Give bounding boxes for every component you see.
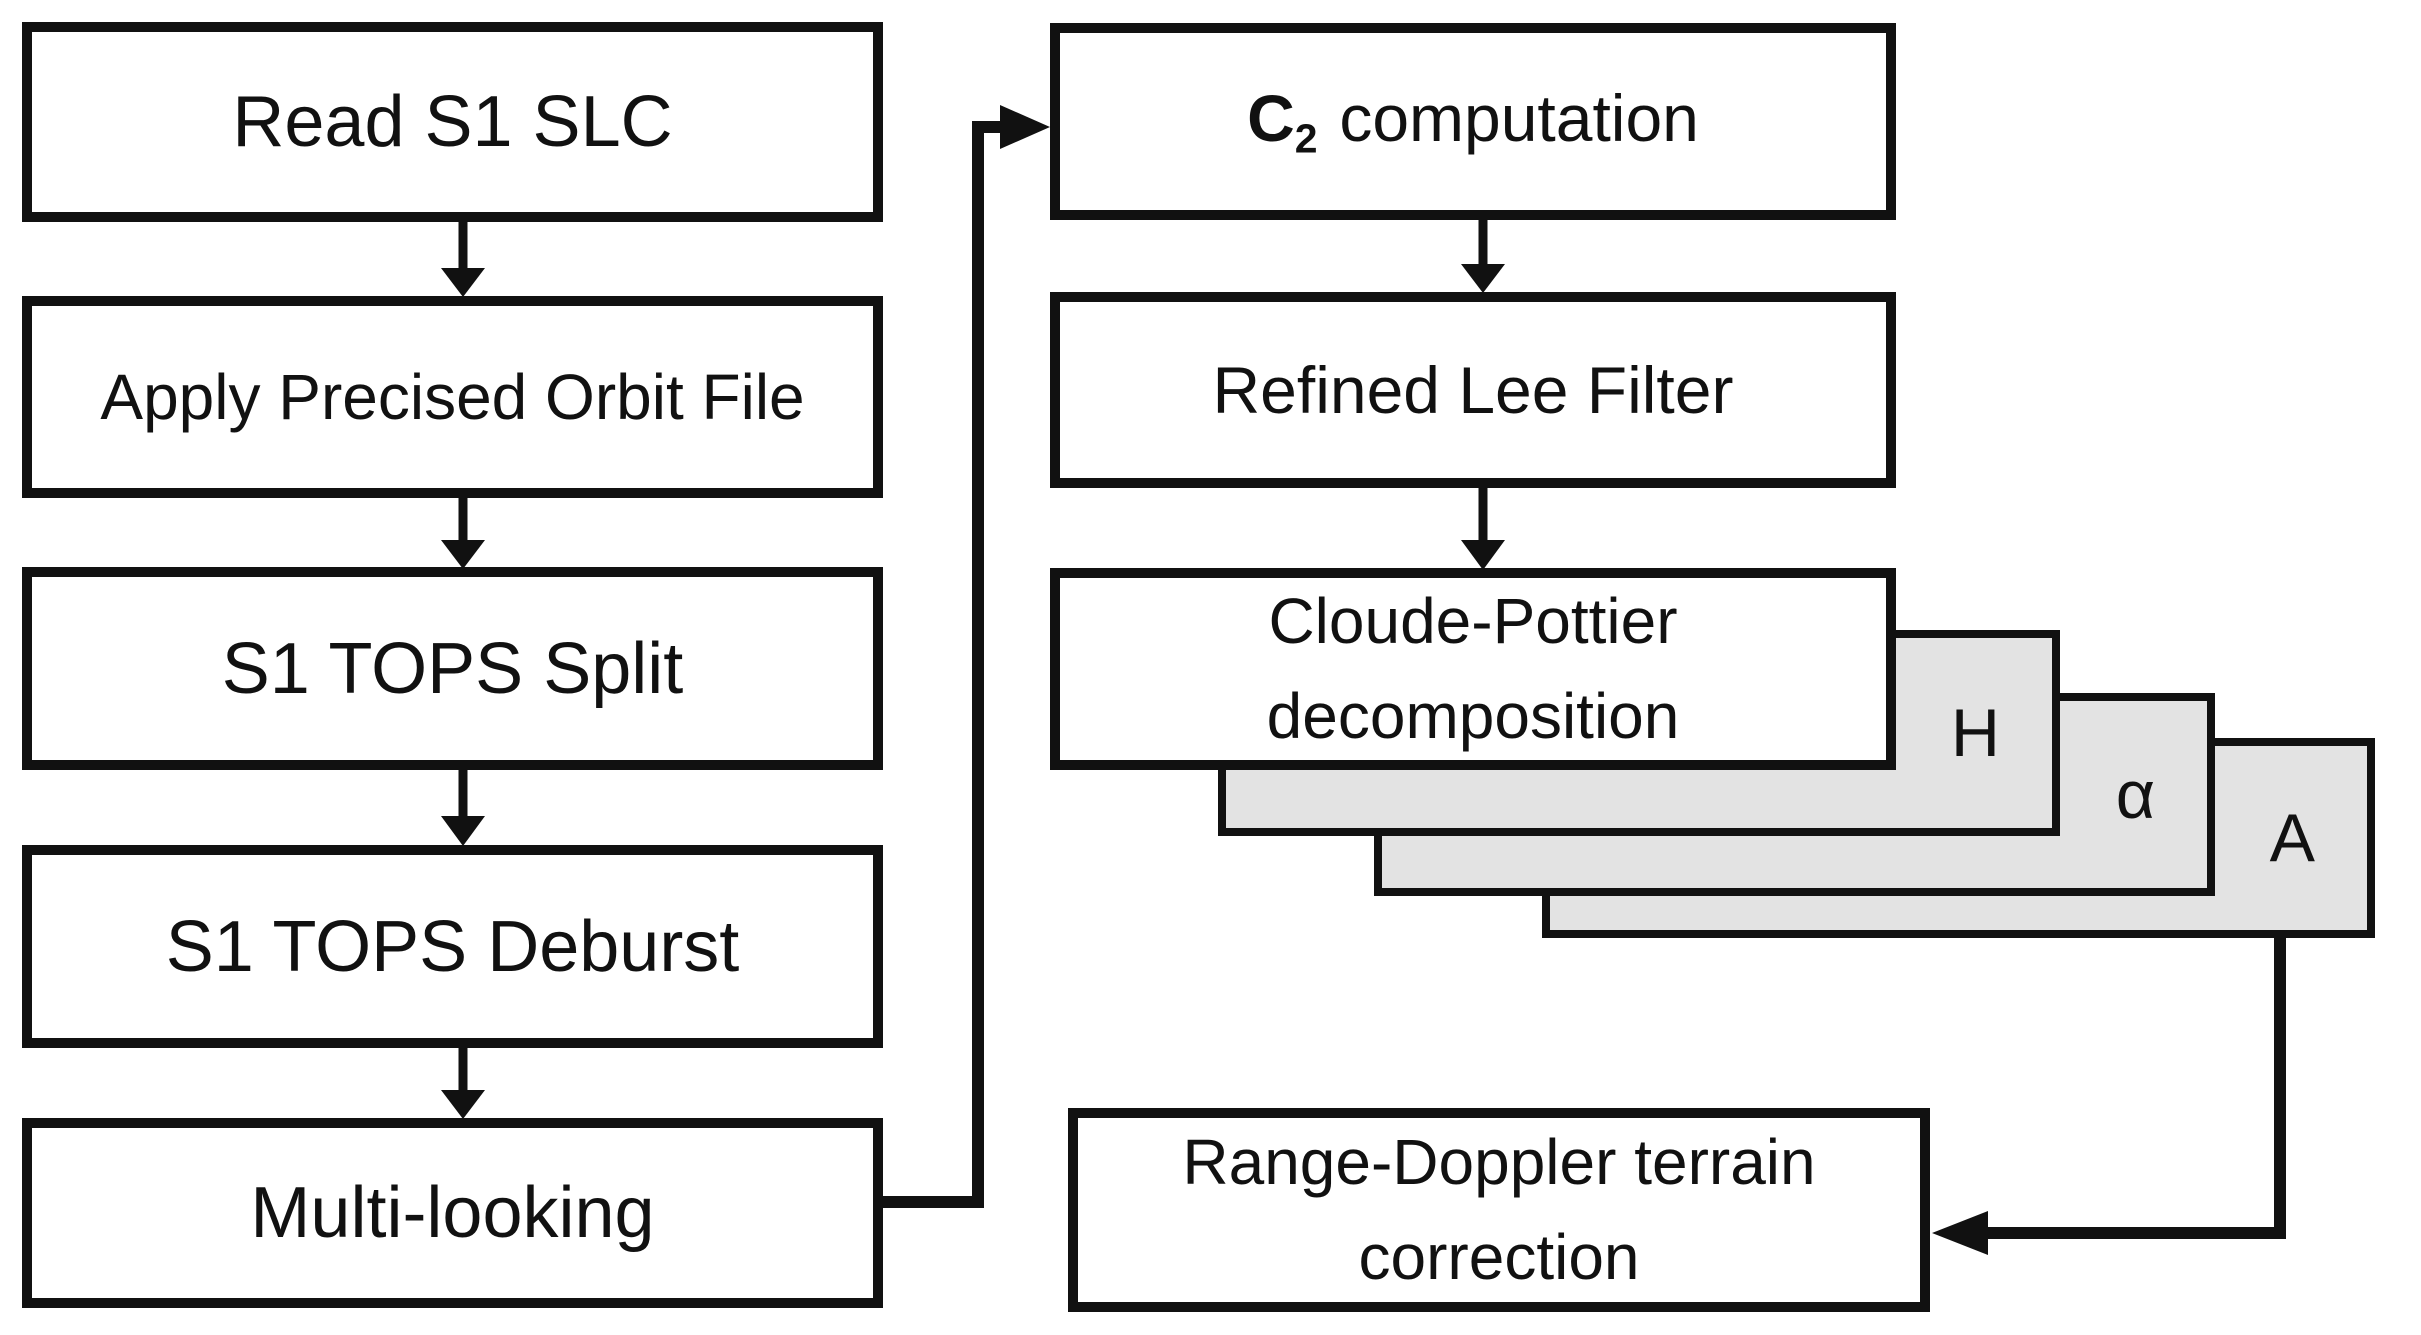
node-apply-precised-orbit-file: Apply Precised Orbit File [22,296,883,498]
layer-label-a: A [2269,800,2315,876]
arrow-deburst-to-multilooking [441,1048,485,1119]
arrow-orbit-to-split [441,498,485,569]
arrow-c2-to-lee [1461,220,1505,293]
node-read-s1-slc: Read S1 SLC [22,22,883,222]
range-doppler-line2: correction [1358,1221,1640,1293]
c2-subscript: 2 [1294,115,1318,162]
cloude-pottier-line2: decomposition [1266,680,1680,752]
node-label: Cloude-Pottier decomposition [1267,574,1680,763]
layer-label-h: H [1950,695,2000,771]
node-c2-computation: C2 computation [1050,23,1896,220]
node-s1-tops-split: S1 TOPS Split [22,567,883,770]
arrow-read-to-orbit [441,222,485,297]
arrow-split-to-deburst [441,770,485,846]
node-label: S1 TOPS Split [221,628,684,709]
node-label: S1 TOPS Deburst [165,906,740,987]
range-doppler-line1: Range-Doppler terrain [1182,1126,1816,1199]
node-cloude-pottier-decomposition: Cloude-Pottier decomposition [1050,568,1896,770]
node-label: Multi-looking [250,1173,655,1253]
node-label: Range-Doppler terrain correction [1182,1115,1815,1304]
arrow-layers-to-terrain [1932,938,2286,1255]
node-label: Apply Precised Orbit File [100,361,805,433]
node-multi-looking: Multi-looking [22,1118,883,1308]
c2-symbol: C [1247,81,1295,156]
node-range-doppler-terrain-correction: Range-Doppler terrain correction [1068,1108,1930,1312]
node-refined-lee-filter: Refined Lee Filter [1050,292,1896,488]
layer-label-alpha: α [2115,756,2155,833]
node-label: C2 computation [1247,80,1699,162]
cloude-pottier-line1: Cloude-Pottier [1268,585,1678,658]
node-label: Read S1 SLC [232,82,673,162]
node-s1-tops-deburst: S1 TOPS Deburst [22,845,883,1048]
arrow-lee-to-cloude [1461,488,1505,570]
c2-rest: computation [1339,81,1699,156]
node-label: Refined Lee Filter [1212,353,1734,427]
arrow-multilooking-to-c2 [883,105,1050,1208]
